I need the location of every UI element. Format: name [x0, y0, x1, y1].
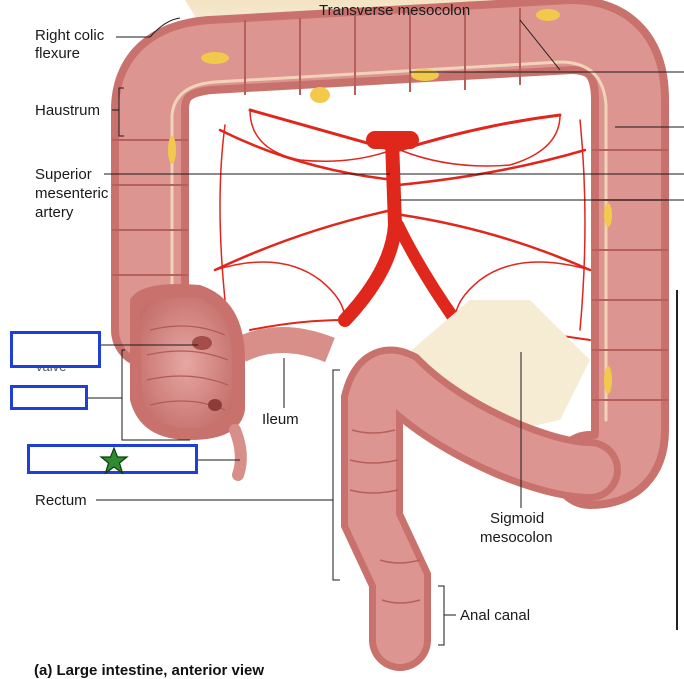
colon-frame	[111, 0, 669, 509]
label-haustrum: Haustrum	[35, 102, 101, 119]
label-right-colic-flexure-line2: flexure	[35, 45, 81, 62]
label-rectum: Rectum	[35, 492, 87, 509]
label-anal-canal: Anal canal	[460, 607, 531, 624]
label-transverse-mesocolon: Transverse mesocolon	[319, 2, 471, 19]
figure-caption: (a) Large intestine, anterior view	[34, 662, 265, 679]
appendix-shape	[229, 424, 247, 481]
answer-box-2[interactable]	[10, 385, 88, 410]
sigmoid-and-rectum	[341, 346, 621, 671]
rectum-folds	[349, 429, 421, 604]
label-sigmoid-line1: Sigmoid	[490, 510, 545, 527]
leader-lines	[88, 17, 684, 646]
ileum-shape	[234, 327, 335, 363]
star-icon	[99, 446, 129, 475]
cecum-cutaway	[130, 284, 245, 440]
label-sma-line3: artery	[35, 204, 74, 221]
label-ileum: Ileum	[262, 411, 299, 428]
artery-tree	[213, 108, 592, 341]
label-sma-line2: mesenteric	[35, 185, 109, 202]
label-sma-line1: Superior	[35, 166, 92, 183]
label-right-colic-flexure-line1: Right colic	[35, 27, 105, 44]
answer-box-3[interactable]	[27, 444, 198, 475]
answer-box-1[interactable]	[10, 331, 101, 368]
label-sigmoid-line2: mesocolon	[480, 529, 553, 546]
